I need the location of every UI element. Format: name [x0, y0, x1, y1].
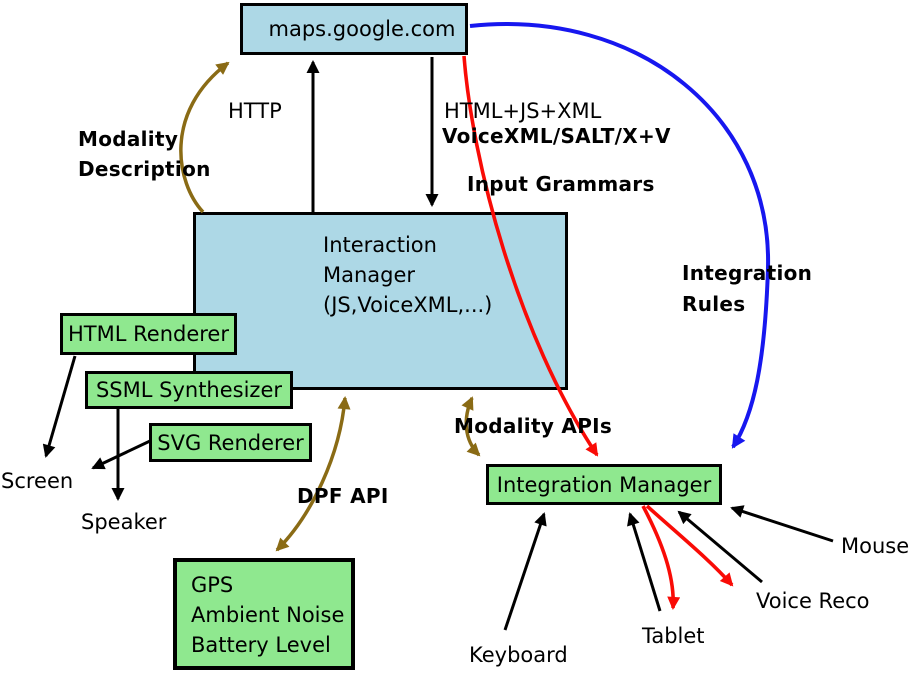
interaction-manager-line1: Interaction [323, 233, 437, 257]
interaction-manager-box: Interaction Manager (JS,VoiceXML,...) [193, 212, 568, 390]
voicexml-salt-label: VoiceXML/SALT/X+V [442, 124, 671, 148]
voice-reco-input-arrow [677, 510, 763, 584]
ssml-synthesizer-label: SSML Synthesizer [95, 378, 283, 402]
maps-google-label: maps.google.com [268, 17, 456, 41]
voice-reco-label: Voice Reco [756, 589, 870, 613]
keyboard-input-arrow [503, 512, 547, 631]
integration-manager-label: Integration Manager [496, 472, 712, 497]
ambient-noise-line: Ambient Noise [191, 603, 345, 627]
integration-rules-line1: Integration [682, 261, 813, 285]
red-to-tablet-arrow [641, 505, 681, 610]
screen-label: Screen [1, 469, 74, 493]
interaction-manager-line2: Manager [323, 263, 416, 287]
html-renderer-box: HTML Renderer [60, 313, 237, 355]
svg-renderer-label: SVG Renderer [157, 430, 304, 455]
html-renderer-to-screen-arrow [42, 355, 77, 458]
device-sensors-box: GPS Ambient Noise Battery Level [173, 558, 355, 670]
svg-renderer-box: SVG Renderer [149, 423, 312, 462]
modality-description-line2: Description [78, 157, 211, 181]
tablet-input-arrow [627, 512, 662, 612]
input-grammars-label: Input Grammars [467, 172, 655, 196]
speaker-label: Speaker [81, 510, 167, 534]
maps-google-box: maps.google.com [240, 3, 468, 55]
tablet-label: Tablet [642, 624, 705, 648]
http-label: HTTP [228, 99, 282, 123]
html-js-xml-label: HTML+JS+XML [444, 99, 602, 123]
svg-renderer-to-screen-arrow [91, 439, 151, 470]
integration-manager-box: Integration Manager [486, 464, 722, 505]
gps-line: GPS [191, 573, 234, 597]
ssml-synthesizer-box: SSML Synthesizer [85, 371, 293, 409]
red-to-voice-reco-arrow [645, 504, 734, 587]
mouse-input-arrow [730, 505, 834, 543]
integration-rules-line2: Rules [682, 292, 746, 316]
modality-apis-label: Modality APIs [454, 414, 613, 438]
keyboard-label: Keyboard [469, 643, 568, 667]
modality-description-label: Modality Description [78, 124, 211, 184]
integration-rules-label: Integration Rules [682, 258, 812, 320]
battery-level-line: Battery Level [191, 633, 331, 657]
dpf-api-label: DPF API [297, 484, 389, 508]
modality-description-line1: Modality [78, 127, 179, 151]
html-renderer-label: HTML Renderer [68, 322, 229, 346]
mouse-label: Mouse [841, 534, 910, 558]
dpf-api-arrow [275, 396, 351, 552]
interaction-manager-line3: (JS,VoiceXML,...) [323, 293, 493, 317]
